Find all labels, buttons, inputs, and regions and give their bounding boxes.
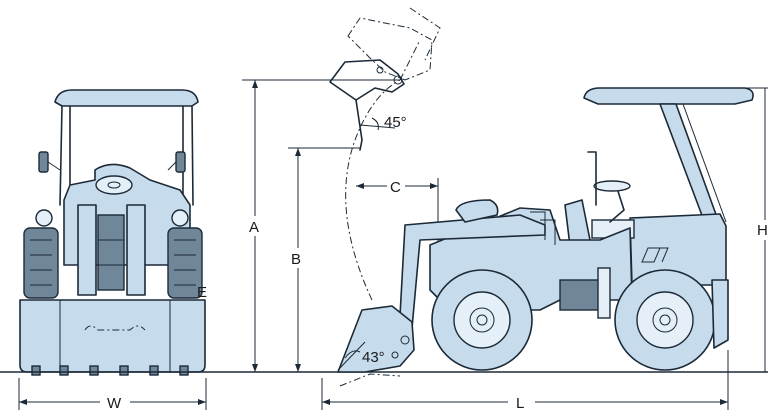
left-headlight (35, 209, 53, 227)
front-view: E (19, 89, 207, 376)
operator-seat (564, 199, 591, 247)
side-canopy-roof (583, 87, 754, 105)
width-dimension: W (18, 378, 207, 410)
lift-cylinder (455, 199, 499, 223)
raised-bucket-ghost (347, 17, 433, 81)
raised-bucket (329, 59, 405, 101)
rear-wheel (614, 269, 716, 371)
right-headlight (171, 209, 189, 227)
right-lift-arm (126, 204, 146, 296)
side-view: 43° (337, 87, 754, 387)
lowered-bucket (337, 305, 415, 373)
front-wheel (431, 269, 533, 371)
front-canopy-roof (54, 89, 199, 107)
label-A: A (249, 219, 259, 236)
label-B: B (291, 251, 301, 268)
transmission (559, 279, 601, 311)
left-lift-arm (77, 204, 97, 296)
dump-angle: 45° (384, 114, 407, 131)
left-front-tire (23, 227, 59, 299)
label-L: L (516, 395, 524, 410)
right-mirror (175, 151, 186, 173)
bucket-lift-path: 45° (329, 7, 441, 301)
steering-wheel (95, 175, 133, 195)
label-C: C (390, 179, 401, 196)
height-dimension-H: H (720, 87, 768, 372)
side-steering-wheel (593, 180, 631, 192)
front-canopy-posts (59, 105, 194, 206)
side-step (597, 267, 611, 319)
height-dimension-B: B (288, 147, 360, 372)
height-dimension-A: A (242, 79, 400, 372)
left-mirror (38, 151, 49, 173)
front-badge: E (197, 284, 207, 301)
side-canopy-post (659, 103, 719, 227)
counterweight (711, 279, 729, 349)
center-cylinder (97, 214, 125, 291)
label-H: H (757, 222, 768, 239)
label-W: W (107, 395, 122, 410)
rollback-angle: 43° (362, 349, 385, 366)
right-front-tire (167, 227, 203, 299)
length-dimension-L: L (321, 350, 729, 410)
bucket-teeth (31, 365, 189, 376)
front-bucket (19, 299, 206, 373)
